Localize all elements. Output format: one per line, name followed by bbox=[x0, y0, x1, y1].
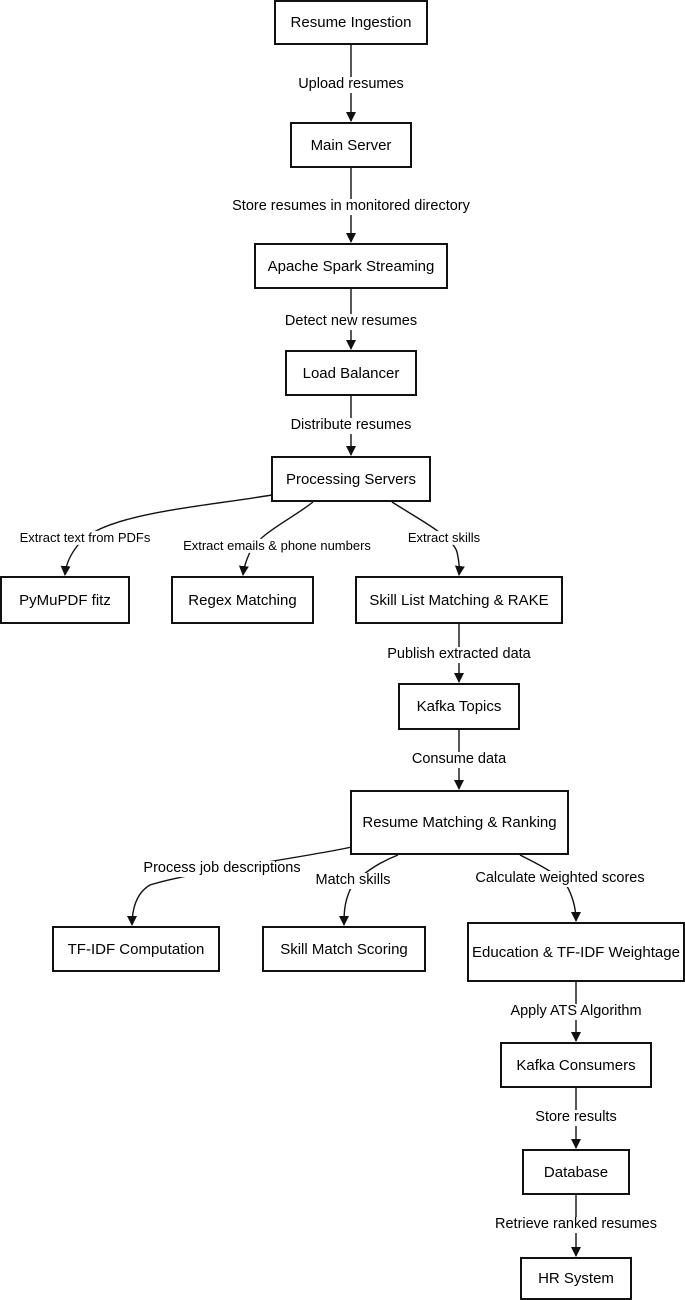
label-match-skills: Match skills bbox=[313, 872, 393, 889]
node-kafka-topics: Kafka Topics bbox=[398, 683, 520, 730]
node-tfidf-computation: TF-IDF Computation bbox=[52, 926, 220, 972]
node-database: Database bbox=[522, 1149, 630, 1195]
edge-extract-skills bbox=[391, 501, 465, 576]
label-apply-ats-algorithm: Apply ATS Algorithm bbox=[508, 1003, 644, 1020]
node-education-weightage: Education & TF-IDF Weightage bbox=[467, 922, 685, 982]
node-skill-list-matching: Skill List Matching & RAKE bbox=[355, 576, 563, 624]
node-skill-match-scoring: Skill Match Scoring bbox=[262, 926, 426, 972]
label-distribute-resumes: Distribute resumes bbox=[288, 417, 414, 434]
node-main-server: Main Server bbox=[290, 122, 412, 168]
node-hr-system: HR System bbox=[520, 1257, 632, 1300]
node-load-balancer: Load Balancer bbox=[285, 350, 417, 396]
node-kafka-consumers: Kafka Consumers bbox=[500, 1042, 652, 1088]
label-extract-emails-phones: Extract emails & phone numbers bbox=[181, 537, 373, 554]
label-extract-skills: Extract skills bbox=[405, 529, 483, 546]
label-store-resumes-directory: Store resumes in monitored directory bbox=[230, 198, 472, 215]
label-publish-extracted-data: Publish extracted data bbox=[385, 646, 533, 663]
label-upload-resumes: Upload resumes bbox=[296, 76, 406, 93]
label-store-results: Store results bbox=[533, 1109, 619, 1126]
edge-match-skills bbox=[339, 854, 399, 926]
label-consume-data: Consume data bbox=[409, 751, 509, 768]
node-spark-streaming: Apache Spark Streaming bbox=[254, 243, 448, 289]
node-resume-matching-ranking: Resume Matching & Ranking bbox=[350, 790, 569, 855]
node-regex-matching: Regex Matching bbox=[171, 576, 314, 624]
node-resume-ingestion: Resume Ingestion bbox=[274, 0, 428, 45]
label-process-job-descriptions: Process job descriptions bbox=[141, 860, 303, 877]
label-retrieve-ranked-resumes: Retrieve ranked resumes bbox=[493, 1216, 659, 1233]
node-pymupdf: PyMuPDF fitz bbox=[0, 576, 130, 624]
label-extract-text-pdfs: Extract text from PDFs bbox=[17, 529, 153, 546]
label-detect-new-resumes: Detect new resumes bbox=[282, 313, 420, 330]
label-calculate-weighted-scores: Calculate weighted scores bbox=[473, 870, 647, 887]
edge-process-jd bbox=[127, 846, 353, 926]
node-processing-servers: Processing Servers bbox=[271, 456, 431, 502]
edge-weighted bbox=[519, 854, 581, 922]
